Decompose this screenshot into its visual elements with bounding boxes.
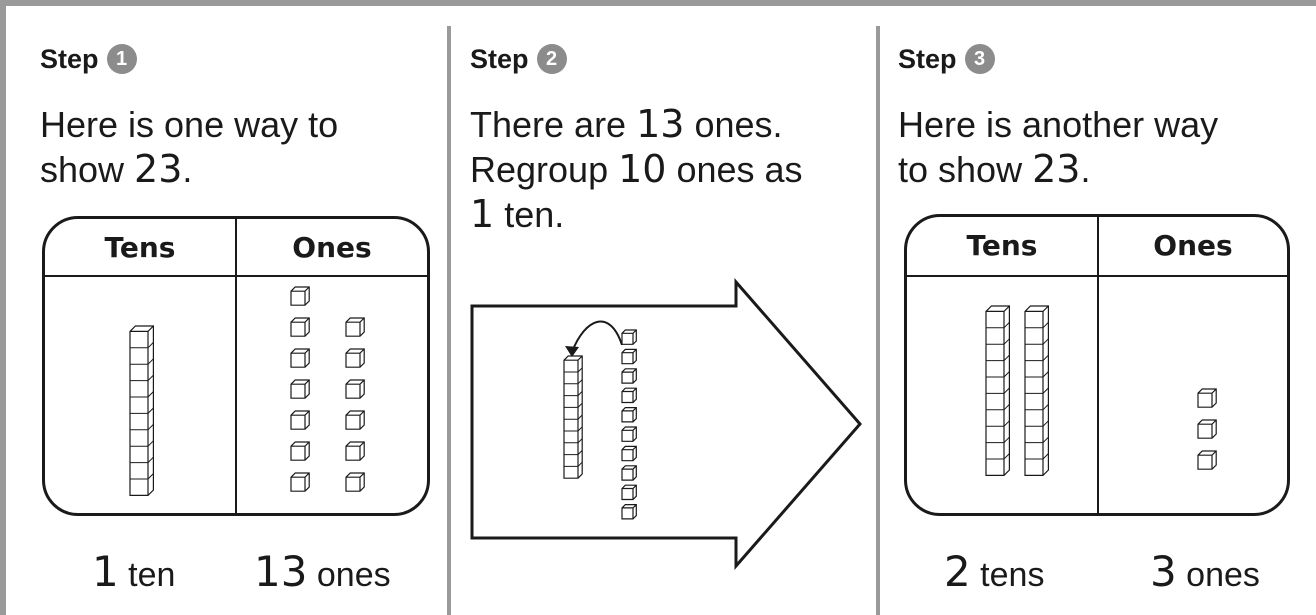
- ones-cube: [1197, 450, 1217, 470]
- tens-rod: [563, 355, 583, 479]
- instruction-line-2: Regroup 10 ones as: [470, 147, 803, 191]
- ones-cube: [290, 317, 310, 337]
- step-2-instruction: There are 13 ones. Regroup 10 ones as 1 …: [470, 102, 803, 237]
- ones-cube: [621, 387, 637, 404]
- ones-cube: [290, 379, 310, 399]
- ones-cube: [621, 484, 637, 501]
- ones-header: Ones: [1153, 229, 1233, 262]
- step-3-instruction: Here is another way to show 23.: [898, 102, 1218, 192]
- place-value-table: Tens Ones: [42, 216, 430, 516]
- ones-cube: [290, 472, 310, 492]
- tens-rod: [1024, 305, 1049, 476]
- table-column-divider: [235, 219, 237, 513]
- ones-cube: [290, 348, 310, 368]
- ones-cube: [345, 472, 365, 492]
- frame-top-border: [0, 0, 1316, 6]
- tens-header: Tens: [966, 229, 1038, 262]
- ones-cube: [1197, 419, 1217, 439]
- ones-cube: [621, 426, 637, 442]
- regroup-curved-arrow: [571, 320, 623, 353]
- frame-left-border: [0, 0, 6, 615]
- step-number-badge: 1: [106, 44, 137, 74]
- ones-cube: [621, 465, 637, 481]
- regroup-arrowhead: [565, 346, 579, 357]
- tens-rod: [129, 325, 154, 496]
- tens-caption: 1 ten: [92, 547, 176, 596]
- tens-caption: 2 tens: [944, 547, 1045, 596]
- blocks-group: [129, 286, 1217, 520]
- instruction-line-2: to show 23.: [898, 147, 1091, 191]
- step-label: Step: [470, 44, 529, 74]
- ones-cube: [621, 407, 637, 423]
- step-1-heading: Step 1: [40, 42, 137, 76]
- instruction-line-2: show 23.: [40, 147, 193, 191]
- step-number-badge: 3: [964, 44, 995, 74]
- ones-cube: [1197, 388, 1217, 408]
- place-value-table: Tens Ones: [904, 214, 1290, 516]
- step-label: Step: [898, 44, 957, 74]
- ones-header: Ones: [292, 231, 372, 264]
- step-1-instruction: Here is one way to show 23.: [40, 102, 338, 192]
- ones-cube: [621, 329, 637, 345]
- instruction-line-1: There are 13 ones.: [470, 102, 783, 146]
- ones-cube: [621, 348, 637, 365]
- ones-cube: [621, 445, 637, 462]
- ones-cube: [345, 410, 365, 430]
- table-column-divider: [1097, 217, 1099, 513]
- tens-rod: [985, 305, 1010, 476]
- ones-cube: [345, 348, 365, 368]
- ones-caption: 3 ones: [1150, 547, 1260, 596]
- ones-cube: [290, 441, 310, 461]
- step-number-badge: 2: [536, 44, 567, 74]
- table-header-divider: [907, 275, 1287, 277]
- big-right-arrow: [470, 278, 862, 570]
- ones-caption: 13 ones: [254, 547, 391, 596]
- ones-cube: [290, 410, 310, 430]
- panel-divider-2: [876, 26, 880, 615]
- step-2-heading: Step 2: [470, 42, 567, 76]
- ones-cube: [345, 379, 365, 399]
- step-label: Step: [40, 44, 99, 74]
- ones-cube: [621, 504, 637, 520]
- ones-cube: [621, 368, 637, 384]
- instruction-line-3: 1 ten.: [470, 192, 565, 236]
- instruction-line-1: Here is another way: [898, 104, 1219, 145]
- instruction-line-1: Here is one way to: [40, 104, 339, 145]
- table-header-divider: [45, 275, 427, 277]
- ones-cube: [290, 286, 310, 306]
- ones-cube: [345, 317, 365, 337]
- panel-divider-1: [447, 26, 451, 615]
- ones-cube: [345, 441, 365, 461]
- step-3-heading: Step 3: [898, 42, 995, 76]
- tens-header: Tens: [104, 231, 176, 264]
